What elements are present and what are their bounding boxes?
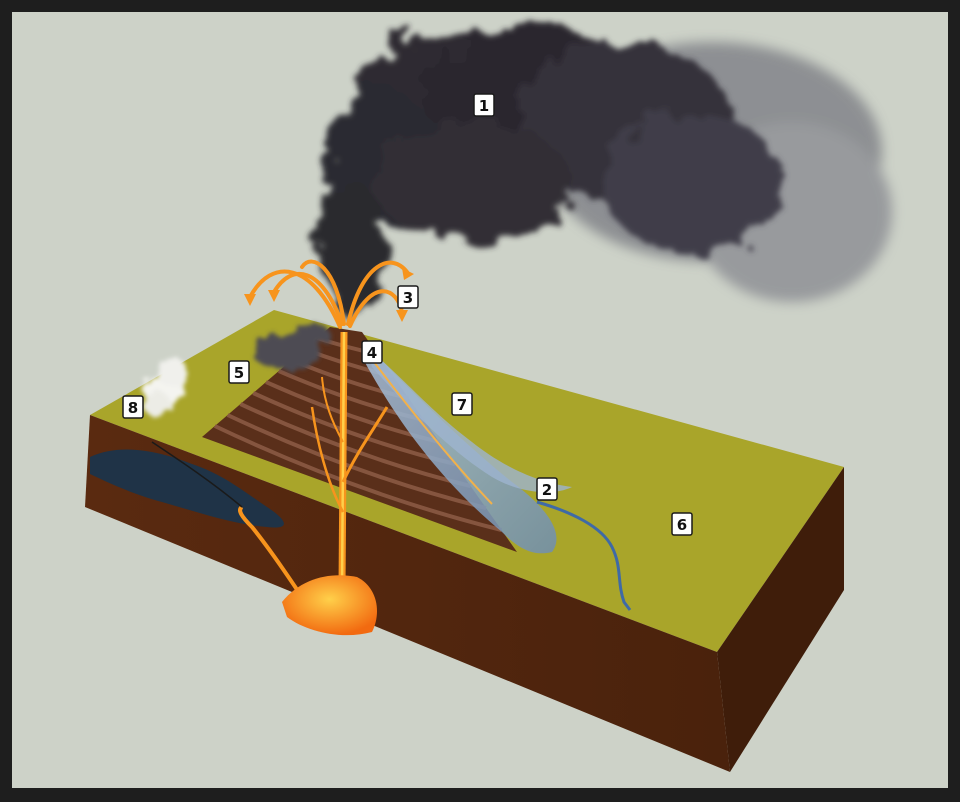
magma-conduit: [151, 331, 389, 614]
callout-number: 2: [542, 481, 552, 499]
bomb-heads: [244, 268, 414, 322]
callout-number: 6: [677, 516, 687, 534]
callout-box: [228, 360, 250, 384]
callout-3: 3: [397, 285, 419, 309]
callout-box: [451, 392, 473, 416]
callout-number: 4: [367, 344, 377, 362]
volcano-hazards-illustration: 1 2 3 4 5 6 7 8: [85, 27, 892, 772]
callout-box: [536, 477, 558, 501]
ash-fall-deposit: [252, 324, 330, 370]
groundwater: [90, 449, 284, 528]
callout-6: 6: [671, 512, 693, 536]
diagram-canvas: 1 2 3 4 5 6 7 8: [12, 12, 948, 788]
callout-4: 4: [361, 340, 383, 364]
callout-number: 3: [403, 289, 413, 307]
block-side-face: [717, 467, 844, 772]
callout-box: [671, 512, 693, 536]
callout-8: 8: [122, 395, 144, 419]
callout-box: [361, 340, 383, 364]
lava-flow: [362, 342, 572, 554]
ash-cloud: [317, 27, 892, 322]
callout-1: 1: [473, 93, 495, 117]
callout-box: [397, 285, 419, 309]
lahar-stream: [536, 500, 632, 611]
steam-vent: [142, 358, 188, 416]
callout-number: 5: [234, 364, 244, 382]
volcanic-bombs: [248, 259, 409, 329]
callout-box: [122, 395, 144, 419]
callout-number: 7: [457, 396, 467, 414]
callout-number: 8: [128, 399, 138, 417]
callout-7: 7: [451, 392, 473, 416]
callout-5: 5: [228, 360, 250, 384]
callout-box: [473, 93, 495, 117]
callout-number: 1: [479, 97, 489, 115]
callout-2: 2: [536, 477, 558, 501]
magma-chamber: [282, 575, 377, 636]
